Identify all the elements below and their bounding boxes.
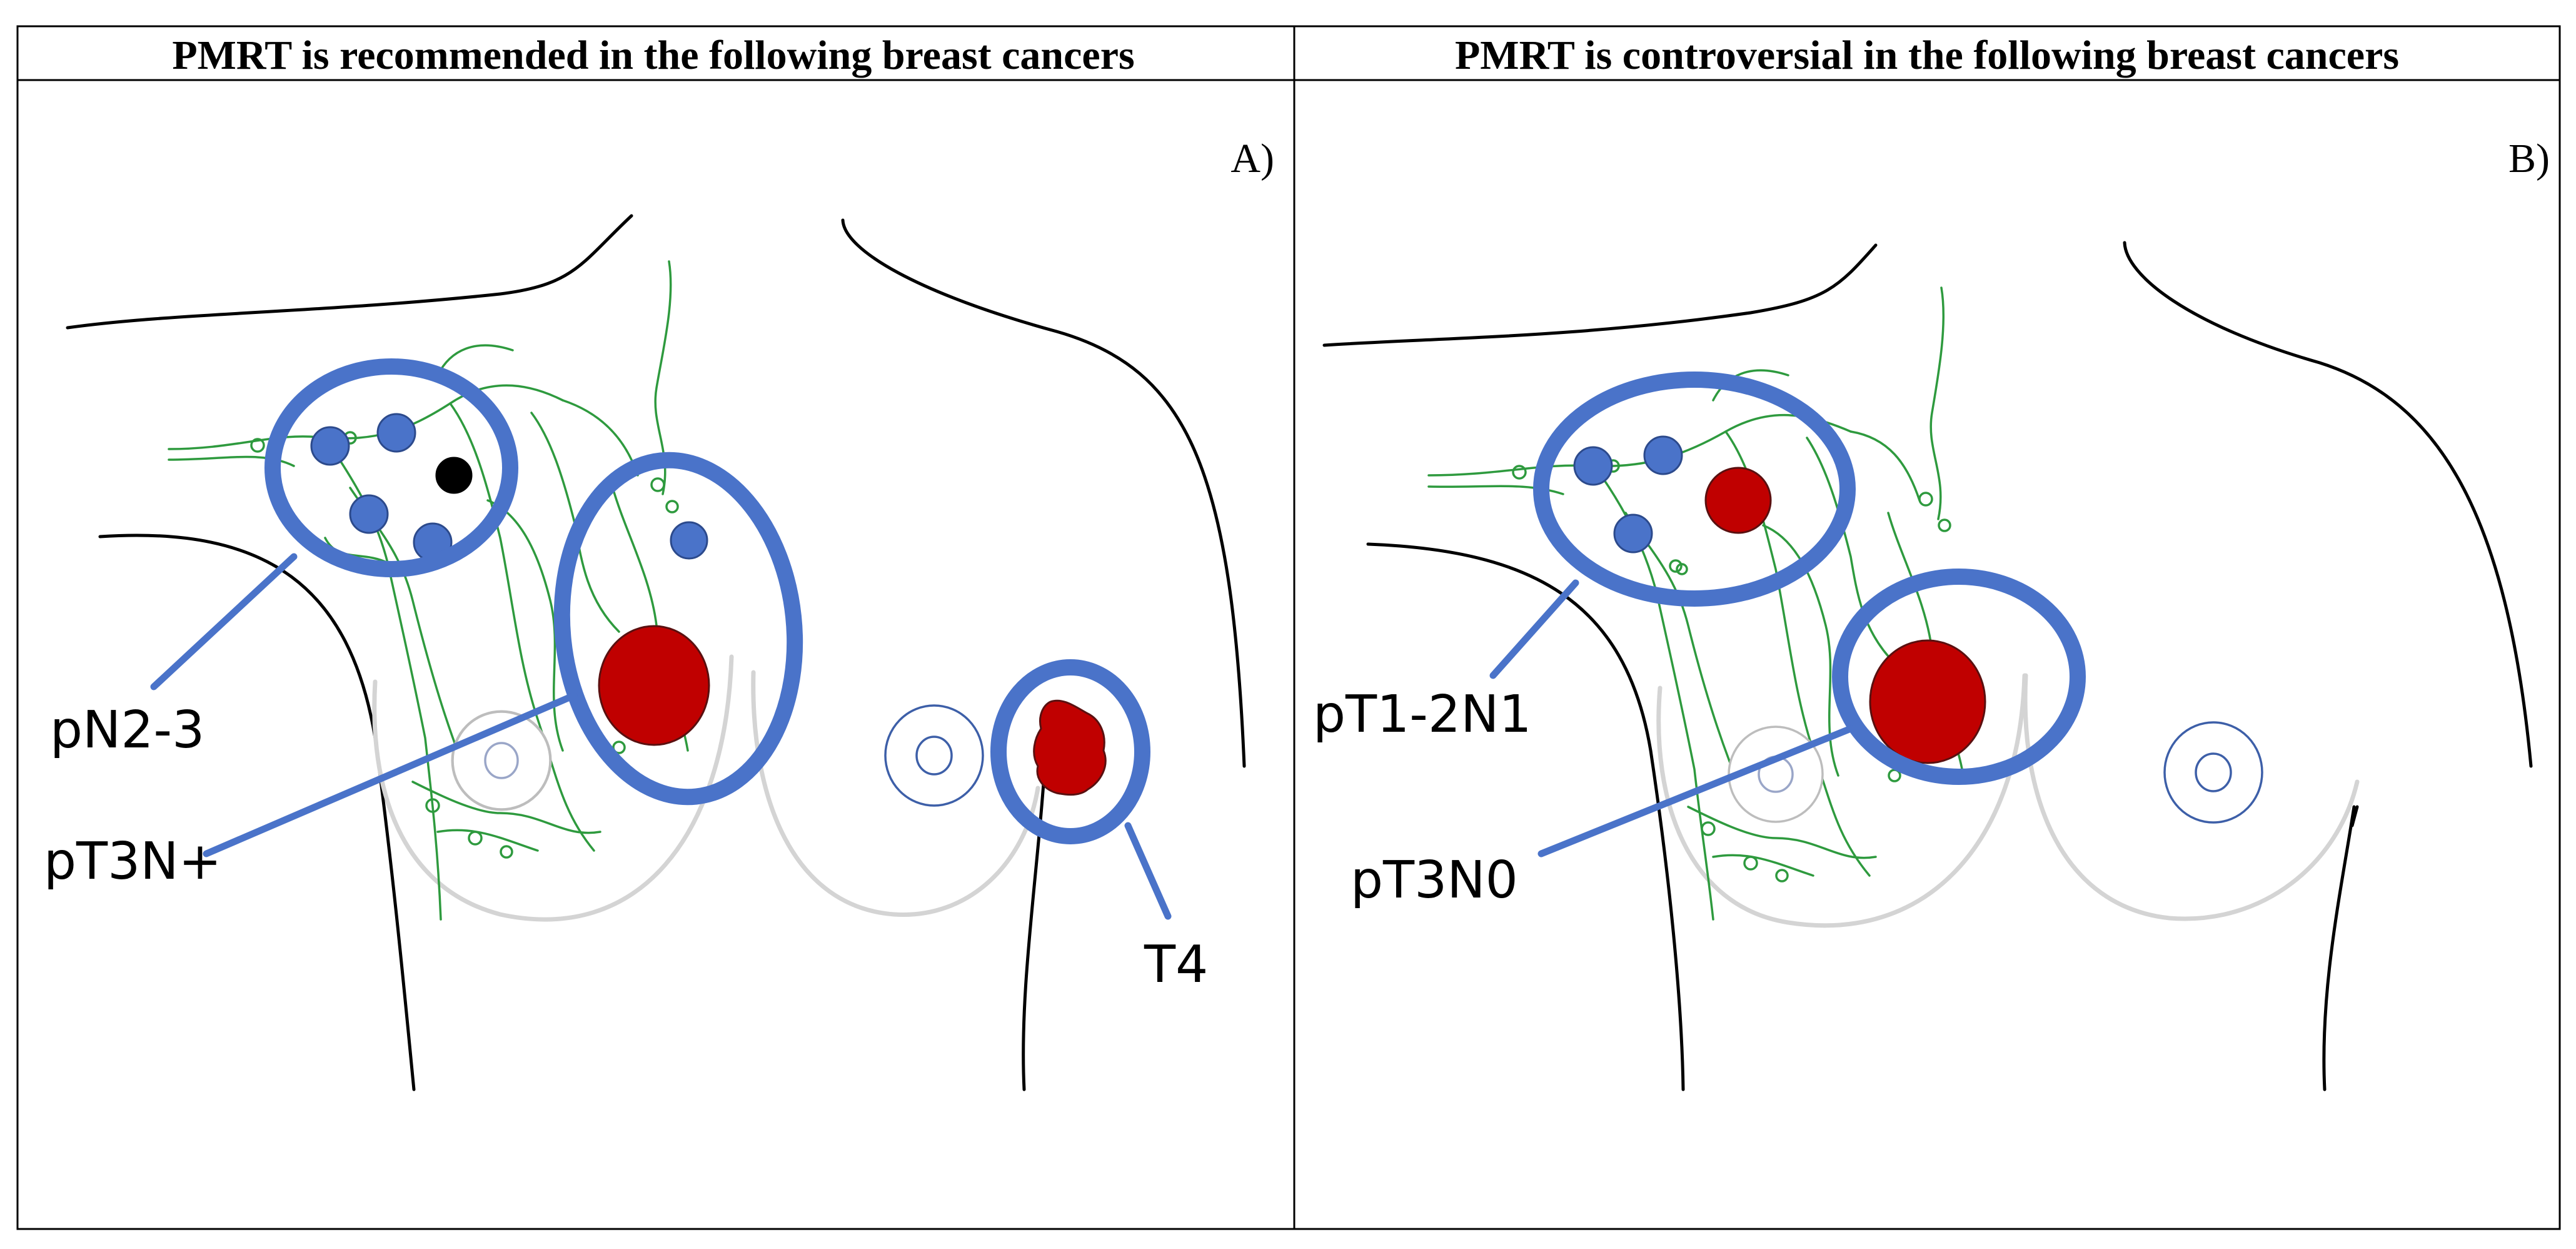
label-t4: T4 [1144,935,1208,994]
axillary-nodes [310,413,708,562]
panel-a-letter: A) [1230,136,1274,181]
t4-tumor [1033,699,1107,796]
axillary-nodes [1573,435,1683,554]
callout-pt1-2n1 [1489,372,1856,679]
torso-outline [1322,241,2533,1091]
metastatic-node [435,457,473,494]
involved-node [349,494,389,534]
label-pn2-3: pN2-3 [50,700,204,760]
involved-node [376,413,416,453]
panel-a: A) [44,136,1274,1091]
panel-a-header: PMRT is recommended in the following bre… [172,33,1134,78]
lymphatic-network [168,260,689,921]
panel-b-header: PMRT is controversial in the following b… [1455,33,2399,78]
involved-node [1643,435,1683,475]
internal-mammary-node [670,521,708,560]
nodal-tumor [1704,467,1772,534]
primary-tumor [1869,639,1986,764]
involved-node [1613,513,1653,554]
nipple-areola-right [2163,721,2263,824]
involved-node [310,426,350,466]
label-pt3n0: pT3N0 [1351,851,1518,910]
label-pt3n-plus: pT3N+ [44,832,221,891]
panel-b: B) [1313,136,2550,1091]
callout-pt3n0 [1537,569,2086,857]
label-pt1-2n1: pT1-2N1 [1313,685,1532,744]
panel-b-letter: B) [2508,136,2550,181]
callout-pn2-3 [150,358,518,690]
callout-pt3n-plus [203,452,803,857]
primary-tumor [598,625,710,746]
involved-node [1573,446,1613,486]
table-frame [16,25,2561,1230]
callout-t4 [990,659,1172,920]
nipple-areola-right [884,704,984,807]
